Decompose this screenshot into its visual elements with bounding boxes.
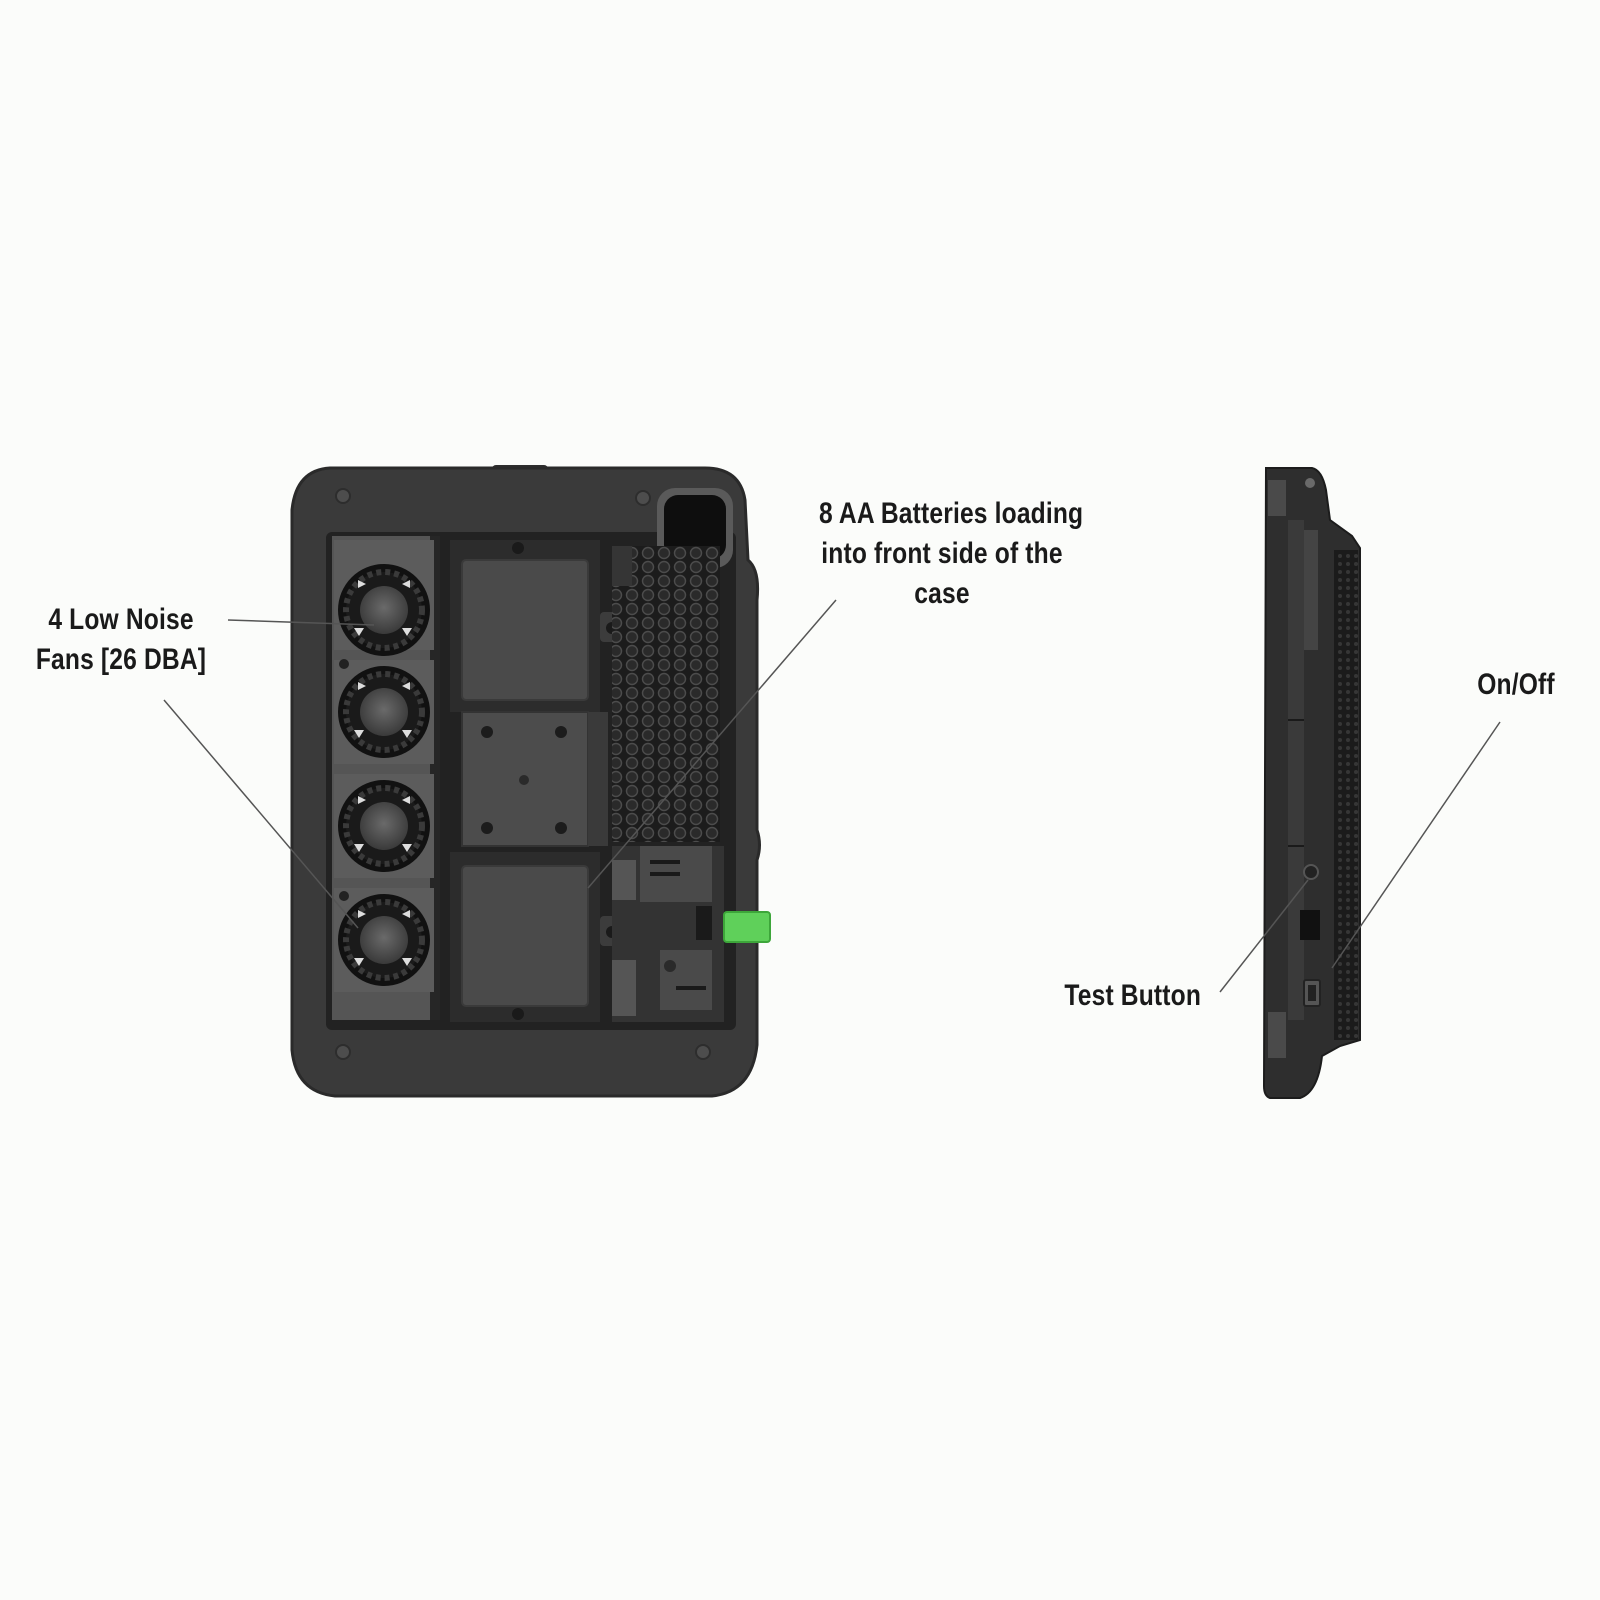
leader-lines bbox=[163, 599, 1501, 993]
battery-compartment-bottom bbox=[450, 852, 624, 1022]
green-indicator bbox=[723, 911, 771, 943]
side-top-button bbox=[1305, 478, 1315, 488]
callout-fans: 4 Low Noise Fans [26 DBA] bbox=[35, 600, 207, 680]
callout-test-button-label: Test Button bbox=[1064, 979, 1202, 1012]
electronics-module bbox=[612, 846, 724, 1022]
side-vent bbox=[1334, 550, 1358, 1040]
fan-2 bbox=[334, 660, 434, 764]
case-front-view bbox=[290, 465, 771, 1098]
callout-batteries-line3: case bbox=[914, 577, 970, 610]
leader-test-button bbox=[1219, 879, 1309, 993]
camera-cutout bbox=[664, 495, 726, 559]
leader-fans-top bbox=[227, 619, 375, 626]
vent-grid bbox=[612, 546, 720, 842]
fan-3 bbox=[334, 774, 434, 878]
leader-batteries bbox=[587, 599, 837, 889]
callout-on-off-label: On/Off bbox=[1477, 668, 1555, 701]
callout-on-off: On/Off bbox=[1459, 665, 1574, 705]
callout-batteries-line2: into front side of the bbox=[821, 537, 1063, 570]
fan-1 bbox=[334, 540, 434, 656]
center-mount-plate bbox=[461, 711, 608, 847]
case-side-view bbox=[1262, 467, 1361, 1099]
callout-fans-line2: Fans [26 DBA] bbox=[35, 643, 207, 676]
leader-on-off bbox=[1331, 721, 1501, 969]
battery-compartment-top bbox=[450, 540, 624, 712]
leader-fans-bottom bbox=[163, 699, 359, 929]
fan-4 bbox=[334, 888, 434, 992]
callout-batteries: 8 AA Batteries loading into front side o… bbox=[819, 494, 1084, 614]
side-port bbox=[1300, 910, 1320, 940]
callout-fans-line1: 4 Low Noise bbox=[48, 603, 194, 636]
test-button-graphic bbox=[1303, 864, 1319, 880]
callout-test-button: Test Button bbox=[1064, 976, 1202, 1016]
callout-batteries-line1: 8 AA Batteries loading bbox=[819, 497, 1084, 530]
